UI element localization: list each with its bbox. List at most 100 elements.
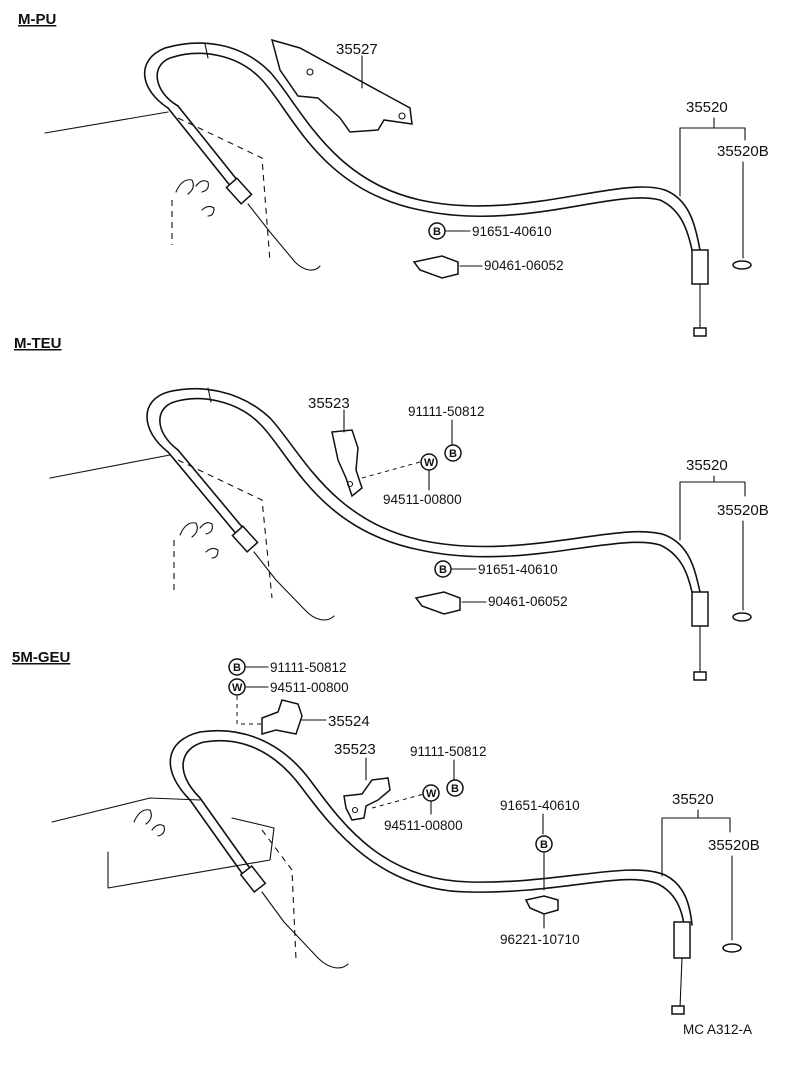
cable-outer-3 — [169, 729, 693, 926]
bracket-35527-shape — [270, 38, 413, 133]
cable-lower-b-2 — [177, 449, 249, 535]
section-5m-geu: 5M-GEU B 91111-50812 W 94511-00800 35524 — [12, 649, 760, 1015]
bracket-35523-shape — [343, 777, 391, 821]
cable-inner-2 — [159, 397, 693, 593]
section-m-teu: M-TEU 35523 91111-50812 B W 94511 — [14, 335, 769, 681]
section-title-m-teu: M-TEU — [14, 335, 62, 352]
cable-adjuster-1 — [225, 177, 253, 205]
fastener-dashed — [361, 461, 421, 479]
bolt-symbol: B — [446, 779, 464, 797]
grommet-1 — [732, 260, 752, 270]
bracket-35523-shape — [331, 429, 363, 498]
body-dashed — [261, 829, 297, 961]
body-outline — [51, 797, 275, 889]
part-label-35520b: 35520B — [717, 502, 769, 519]
cable-lower-b-1 — [177, 105, 243, 187]
hand-outline — [133, 809, 165, 837]
cable-adjuster-3 — [239, 864, 267, 894]
cable-inner-1 — [156, 52, 693, 251]
cable-outer-1 — [143, 42, 701, 251]
cable-tip-3 — [671, 1005, 685, 1015]
part-label-35523: 35523 — [308, 395, 350, 412]
bolt-symbol: B — [428, 222, 446, 240]
cable-end-sleeve-3 — [673, 921, 691, 959]
section-title-5m-geu: 5M-GEU — [12, 649, 70, 666]
part-label-91651-40610: 91651-40610 — [500, 798, 580, 813]
leader — [679, 475, 746, 541]
part-label-35520: 35520 — [686, 457, 728, 474]
hand-outline — [175, 179, 215, 217]
svg-text:B: B — [449, 448, 457, 460]
bolt-symbol: B — [444, 444, 462, 462]
part-label-94511-00800-mid: 94511-00800 — [384, 818, 463, 833]
part-label-91651-40610: 91651-40610 — [478, 562, 558, 577]
svg-text:B: B — [233, 662, 241, 674]
cable-sleeve-mark — [207, 387, 212, 403]
svg-text:B: B — [451, 783, 459, 795]
svg-text:W: W — [232, 682, 243, 694]
part-label-91111-50812-top: 91111-50812 — [270, 660, 347, 675]
clamp-shape — [412, 255, 459, 279]
grommet-2 — [732, 612, 752, 622]
body-line — [44, 111, 169, 134]
washer-symbol: W — [228, 678, 246, 696]
part-label-91651-40610: 91651-40610 — [472, 224, 552, 239]
part-label-94511-00800-top: 94511-00800 — [270, 680, 349, 695]
bracket-hole — [346, 480, 354, 488]
leader — [661, 809, 731, 877]
part-label-35520b: 35520B — [708, 837, 760, 854]
bolt-symbol: B — [434, 560, 452, 578]
cable-end-1 — [247, 203, 321, 271]
part-label-35524: 35524 — [328, 713, 370, 730]
part-label-94511-00800: 94511-00800 — [383, 492, 462, 507]
grommet-3 — [722, 943, 742, 953]
body-dashed — [177, 459, 273, 599]
bracket-35524-shape — [261, 699, 303, 735]
clamp-shape — [524, 895, 559, 915]
cable-wire-3 — [679, 957, 683, 1009]
bolt-symbol: B — [228, 658, 246, 676]
bracket-hole — [398, 112, 406, 120]
cable-lower-a-1 — [167, 107, 233, 189]
cable-lower-a-3 — [189, 799, 245, 877]
svg-text:W: W — [424, 457, 435, 469]
part-label-90461-06052: 90461-06052 — [488, 594, 568, 609]
washer-symbol: W — [422, 784, 440, 802]
svg-text:W: W — [426, 788, 437, 800]
part-label-96221-10710: 96221-10710 — [500, 932, 580, 947]
leader — [679, 117, 746, 197]
cable-end-3 — [261, 891, 349, 969]
cable-end-sleeve-2 — [691, 591, 709, 627]
cable-tip-2 — [693, 671, 707, 681]
part-label-90461-06052: 90461-06052 — [484, 258, 564, 273]
svg-text:B: B — [439, 564, 447, 576]
cable-outer-2 — [146, 387, 701, 593]
body-line — [49, 454, 171, 479]
part-label-35520: 35520 — [672, 791, 714, 808]
cable-lower-b-3 — [199, 797, 255, 875]
section-m-pu: M-PU 35527 35520 35520B B — [18, 11, 769, 337]
diagram-code: MC A312-A — [683, 1022, 752, 1037]
part-label-35520: 35520 — [686, 99, 728, 116]
fastener-dashed — [371, 793, 425, 809]
washer-symbol: W — [420, 453, 438, 471]
svg-text:B: B — [433, 226, 441, 238]
cable-sleeve-mark — [204, 43, 209, 59]
body-dashed — [177, 117, 271, 263]
svg-text:B: B — [540, 839, 548, 851]
part-label-91111-50812-mid: 91111-50812 — [410, 744, 487, 759]
bolt-symbol: B — [535, 835, 553, 853]
part-label-35527: 35527 — [336, 41, 378, 58]
cable-lower-a-2 — [167, 451, 239, 537]
clamp-shape — [414, 591, 461, 615]
cable-inner-3 — [182, 739, 685, 926]
fastener-dashed — [236, 696, 262, 725]
hand-outline — [179, 522, 219, 559]
cable-end-2 — [253, 551, 335, 621]
cable-end-sleeve-1 — [691, 249, 709, 285]
part-label-35523: 35523 — [334, 741, 376, 758]
part-label-35520b: 35520B — [717, 143, 769, 160]
bracket-hole — [306, 68, 314, 76]
section-title-m-pu: M-PU — [18, 11, 56, 28]
